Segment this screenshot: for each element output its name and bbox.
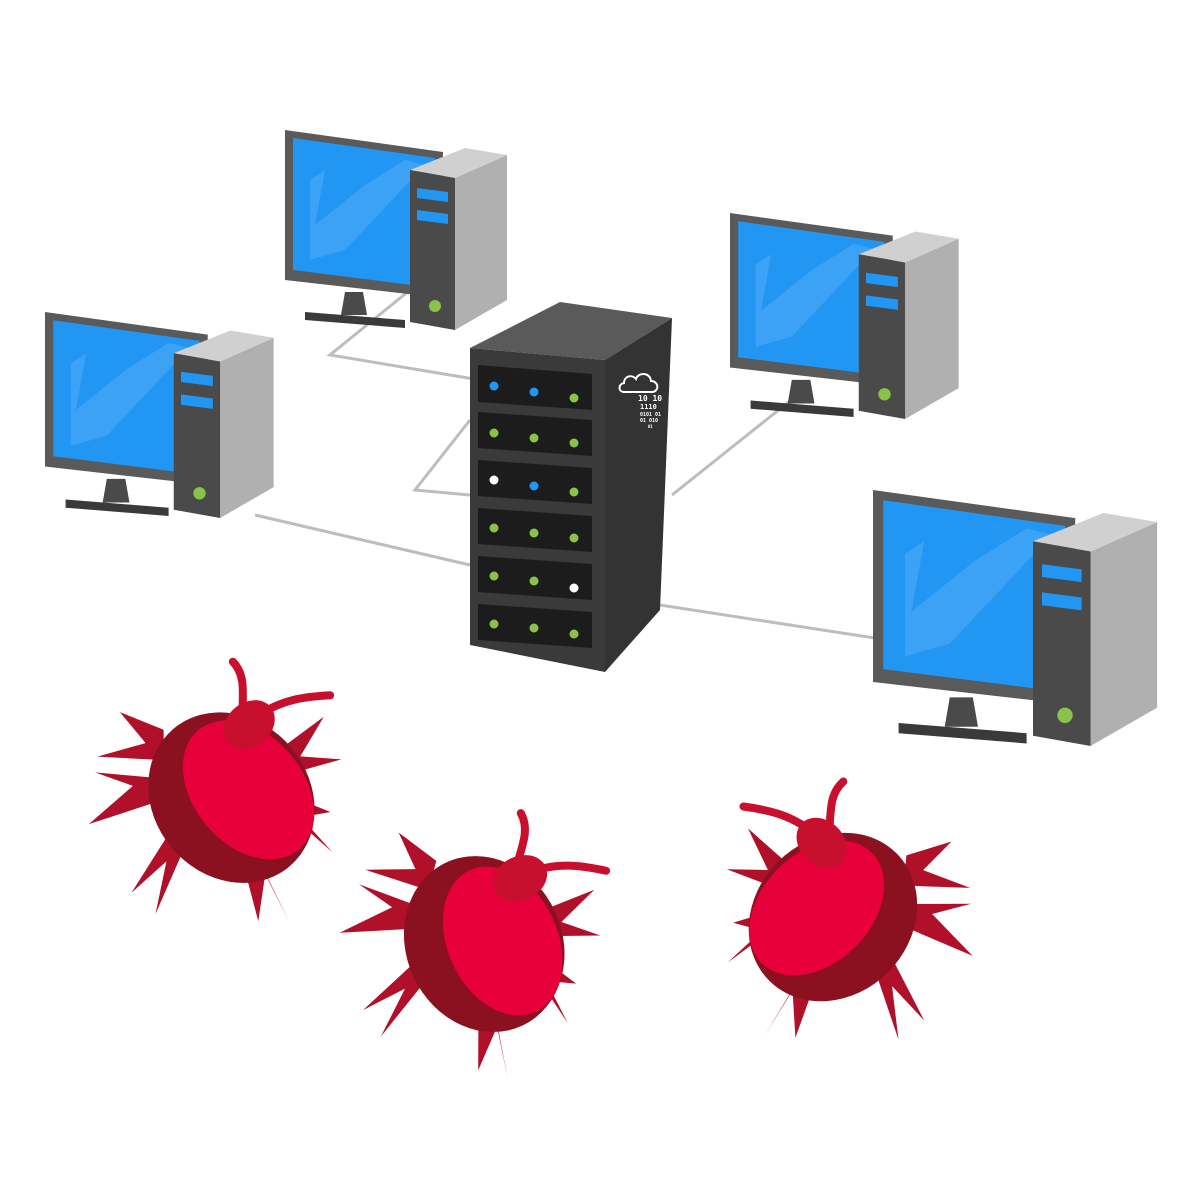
cloud-icon <box>618 373 659 393</box>
cable-top-left <box>326 288 481 382</box>
cable-left <box>254 513 471 567</box>
bug-right <box>688 758 1008 1081</box>
binary-line-4: 01 010 <box>640 418 658 424</box>
cable-mid-left <box>412 419 472 497</box>
bug-center <box>328 798 610 1085</box>
binary-line-1: 10 10 <box>638 394 662 403</box>
bug-icon <box>65 646 367 952</box>
server-rack: 10 10 1110 0101 01 01 010 01 <box>470 302 672 672</box>
bug-icon <box>328 798 610 1085</box>
computer-top-right <box>730 213 959 419</box>
computer-right <box>873 490 1158 746</box>
server-leds <box>489 381 579 639</box>
server-binary-text: 10 10 1110 0101 01 01 010 01 <box>638 394 662 429</box>
computer-left <box>45 312 274 518</box>
tower-icon <box>873 490 1158 746</box>
binary-line-2: 1110 <box>640 403 657 411</box>
monitor-icon <box>45 312 274 518</box>
monitor-icon <box>730 213 959 419</box>
bug-icon <box>688 758 1008 1081</box>
bug-left <box>65 646 367 952</box>
binary-line-3: 0101 01 <box>640 412 661 418</box>
network-cables <box>254 288 921 647</box>
binary-line-5: 01 <box>648 424 653 429</box>
cable-top-right <box>671 383 811 497</box>
